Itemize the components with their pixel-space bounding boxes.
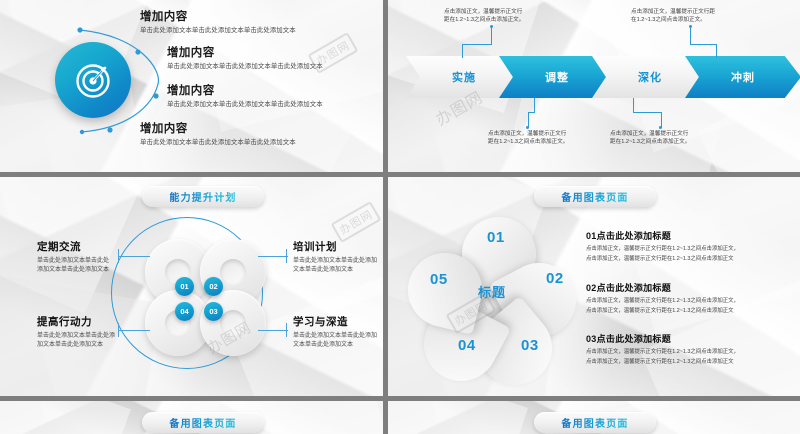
chevron-label: 实施 (452, 72, 476, 84)
slide-panel-footer-right[interactable]: 备用图表页面 (388, 401, 800, 434)
feature-title: 培训计划 (293, 241, 337, 253)
info-block-3[interactable]: 03点击此处添加标题 点击添加正文，温馨提示正文行距在1.2~1.3之间点击添加… (586, 332, 791, 367)
callout-line-1: 点击添加正文，温馨提示正文行 (488, 131, 567, 137)
outer-ring (111, 217, 263, 369)
content-item-1[interactable]: 增加内容 单击此处添加文本单击此处添加文本单击此处添加文本 (140, 10, 296, 35)
info-block-line-2: 点击添加正文，温馨提示正文行距在1.2~1.3之间点击添加正文 (586, 256, 734, 262)
feature-title: 定期交流 (37, 241, 81, 253)
content-item-3[interactable]: 增加内容 单击此处添加文本单击此处添加文本单击此处添加文本 (167, 84, 323, 109)
info-block-line-1: 点击添加正文，温馨提示正文行距在1.2~1.3之间点击添加正文， (586, 246, 739, 252)
slide-panel-footer-left[interactable]: 备用图表页面 (0, 401, 383, 434)
chevron-label: 冲刺 (731, 72, 755, 84)
callout-line-2: 距在1.2~1.3之间点击添加正文。 (610, 139, 691, 146)
chevron-step-3[interactable]: 深化 (592, 56, 708, 98)
callout-line-1: 点击添加正文，温馨提示正文行 (444, 9, 523, 15)
slide-panel-bottom-right[interactable]: 备用图表页面 01 02 03 04 05 标题 01点击此处添加标题 点击添加… (388, 177, 800, 396)
content-item-title: 增加内容 (140, 123, 188, 135)
chevron-label: 调整 (545, 72, 569, 84)
info-block-line-2: 点击添加正文，温馨提示正文行距在1.2~1.3之间点击添加正文 (586, 359, 734, 365)
section-title: 能力提升计划 (169, 189, 236, 204)
section-title-pill: 备用图表页面 (142, 412, 264, 433)
chevron-label: 深化 (638, 72, 662, 84)
feature-label-4[interactable]: 学习与深造 单击此处添加文本单击此处添加 文本单击此处添加文本 (293, 314, 383, 350)
target-icon-glyph (76, 64, 110, 98)
info-block-line-1: 点击添加正文，温馨提示正文行距在1.2~1.3之间点击添加正文， (586, 349, 739, 355)
info-block-1[interactable]: 01点击此处添加标题 点击添加正文，温馨提示正文行距在1.2~1.3之间点击添加… (586, 229, 791, 264)
number-badge-01[interactable]: 01 (175, 277, 194, 296)
donut-3[interactable] (200, 290, 266, 356)
info-block-heading: 02点击此处添加标题 (586, 283, 672, 293)
callout-line-2: 距在1.2~1.3之间点击添加正文。 (488, 139, 569, 146)
feature-body-line-2: 文本单击此处添加文本 (293, 342, 354, 348)
feature-body-line-2: 添加文本单击此处添加文本 (37, 267, 110, 273)
feature-title: 学习与深造 (293, 316, 348, 328)
number-badge-04[interactable]: 04 (175, 302, 194, 321)
callout-1[interactable]: 点击添加正文，温馨提示正文行 距在1.2~1.3之间点击添加正文。 (444, 8, 524, 25)
info-block-2[interactable]: 02点击此处添加标题 点击添加正文，温馨提示正文行距在1.2~1.3之间点击添加… (586, 281, 791, 316)
info-block-line-2: 点击添加正文，温馨提示正文行距在1.2~1.3之间点击添加正文 (586, 308, 734, 314)
feature-body-line-1: 单击此处添加文本单击此处添 (37, 333, 116, 339)
pinwheel-diagram: 01 02 03 04 05 标题 (400, 207, 590, 396)
content-item-title: 增加内容 (140, 11, 188, 23)
chevron-step-4[interactable]: 冲刺 (685, 56, 800, 98)
watermark: 办图网 (330, 200, 382, 244)
feature-label-3[interactable]: 提高行动力 单击此处添加文本单击此处添 加文本单击此处添加文本 (37, 314, 132, 350)
content-item-body: 单击此处添加文本单击此处添加文本单击此处添加文本 (167, 63, 323, 70)
content-item-4[interactable]: 增加内容 单击此处添加文本单击此处添加文本单击此处添加文本 (140, 122, 296, 147)
callout-line-2: 距在1.2~1.3之间点击添加正文。 (444, 17, 525, 24)
number-badge-label: 01 (180, 282, 189, 291)
feature-label-2[interactable]: 培训计划 单击此处添加文本单击此处添加 文本单击此处添加文本 (293, 239, 383, 275)
slide-panel-top-right[interactable]: 实施 调整 深化 冲刺 点击添加正文，温馨提示正文行 距在1.2~1.3之间点击… (388, 0, 800, 172)
info-block-heading: 03点击此处添加标题 (586, 334, 672, 344)
petal-number-05: 05 (430, 271, 448, 288)
process-chevron-row: 实施 调整 深化 冲刺 (406, 56, 800, 98)
info-block-heading: 01点击此处添加标题 (586, 231, 672, 241)
info-block-line-1: 点击添加正文，温馨提示正文行距在1.2~1.3之间点击添加正文， (586, 298, 739, 304)
petal-number-03: 03 (521, 337, 539, 354)
feature-body-line-2: 加文本单击此处添加文本 (37, 342, 104, 348)
petal-number-04: 04 (458, 337, 476, 354)
petal-number-01: 01 (487, 229, 505, 246)
feature-body-line-1: 单击此处添加文本单击此处 (37, 258, 110, 264)
callout-3[interactable]: 点击添加正文，温馨提示正文行 距在1.2~1.3之间点击添加正文。 (488, 130, 568, 147)
section-title: 备用图表页面 (561, 415, 628, 430)
section-title-pill: 能力提升计划 (142, 186, 264, 207)
number-badge-label: 02 (209, 282, 218, 291)
feature-body-line-1: 单击此处添加文本单击此处添加 (293, 258, 378, 264)
callout-4[interactable]: 点击添加正文，温馨提示正文行 距在1.2~1.3之间点击添加正文。 (610, 130, 690, 147)
content-item-2[interactable]: 增加内容 单击此处添加文本单击此处添加文本单击此处添加文本 (167, 46, 323, 71)
section-title-pill: 备用图表页面 (534, 412, 656, 433)
callout-line-1: 点击添加正文，温馨提示正文行距 (631, 9, 715, 15)
feature-title: 提高行动力 (37, 316, 92, 328)
chevron-step-2[interactable]: 调整 (499, 56, 615, 98)
number-badge-03[interactable]: 03 (204, 302, 223, 321)
feature-body-line-1: 单击此处添加文本单击此处添加 (293, 333, 378, 339)
section-title: 备用图表页面 (561, 189, 628, 204)
dashed-arc (52, 22, 172, 140)
content-item-title: 增加内容 (167, 85, 215, 97)
section-title: 备用图表页面 (169, 415, 236, 430)
number-badge-label: 03 (209, 307, 218, 316)
callout-line-2: 在1.2~1.3之间点击添加正文。 (631, 17, 706, 24)
slide-panel-top-left[interactable]: 增加内容 单击此处添加文本单击此处添加文本单击此处添加文本 增加内容 单击此处添… (0, 0, 383, 172)
feature-body-line-2: 文本单击此处添加文本 (293, 267, 354, 273)
chevron-step-1[interactable]: 实施 (406, 56, 522, 98)
slide-panel-bottom-left[interactable]: 能力提升计划 01 02 04 03 定期交流 单击此处添加文本单击此处 添加文… (0, 177, 383, 396)
pinwheel-center-label: 标题 (478, 285, 507, 300)
callout-line-1: 点击添加正文，温馨提示正文行 (610, 131, 689, 137)
content-item-body: 单击此处添加文本单击此处添加文本单击此处添加文本 (140, 139, 296, 146)
target-icon (55, 42, 131, 118)
content-item-body: 单击此处添加文本单击此处添加文本单击此处添加文本 (140, 27, 296, 34)
callout-2[interactable]: 点击添加正文，温馨提示正文行距 在1.2~1.3之间点击添加正文。 (631, 8, 715, 25)
section-title-pill: 备用图表页面 (534, 186, 656, 207)
petal-number-02: 02 (546, 270, 564, 287)
number-badge-02[interactable]: 02 (204, 277, 223, 296)
number-badge-label: 04 (180, 307, 189, 316)
feature-label-1[interactable]: 定期交流 单击此处添加文本单击此处 添加文本单击此处添加文本 (37, 239, 132, 275)
content-item-title: 增加内容 (167, 47, 215, 59)
content-item-body: 单击此处添加文本单击此处添加文本单击此处添加文本 (167, 101, 323, 108)
